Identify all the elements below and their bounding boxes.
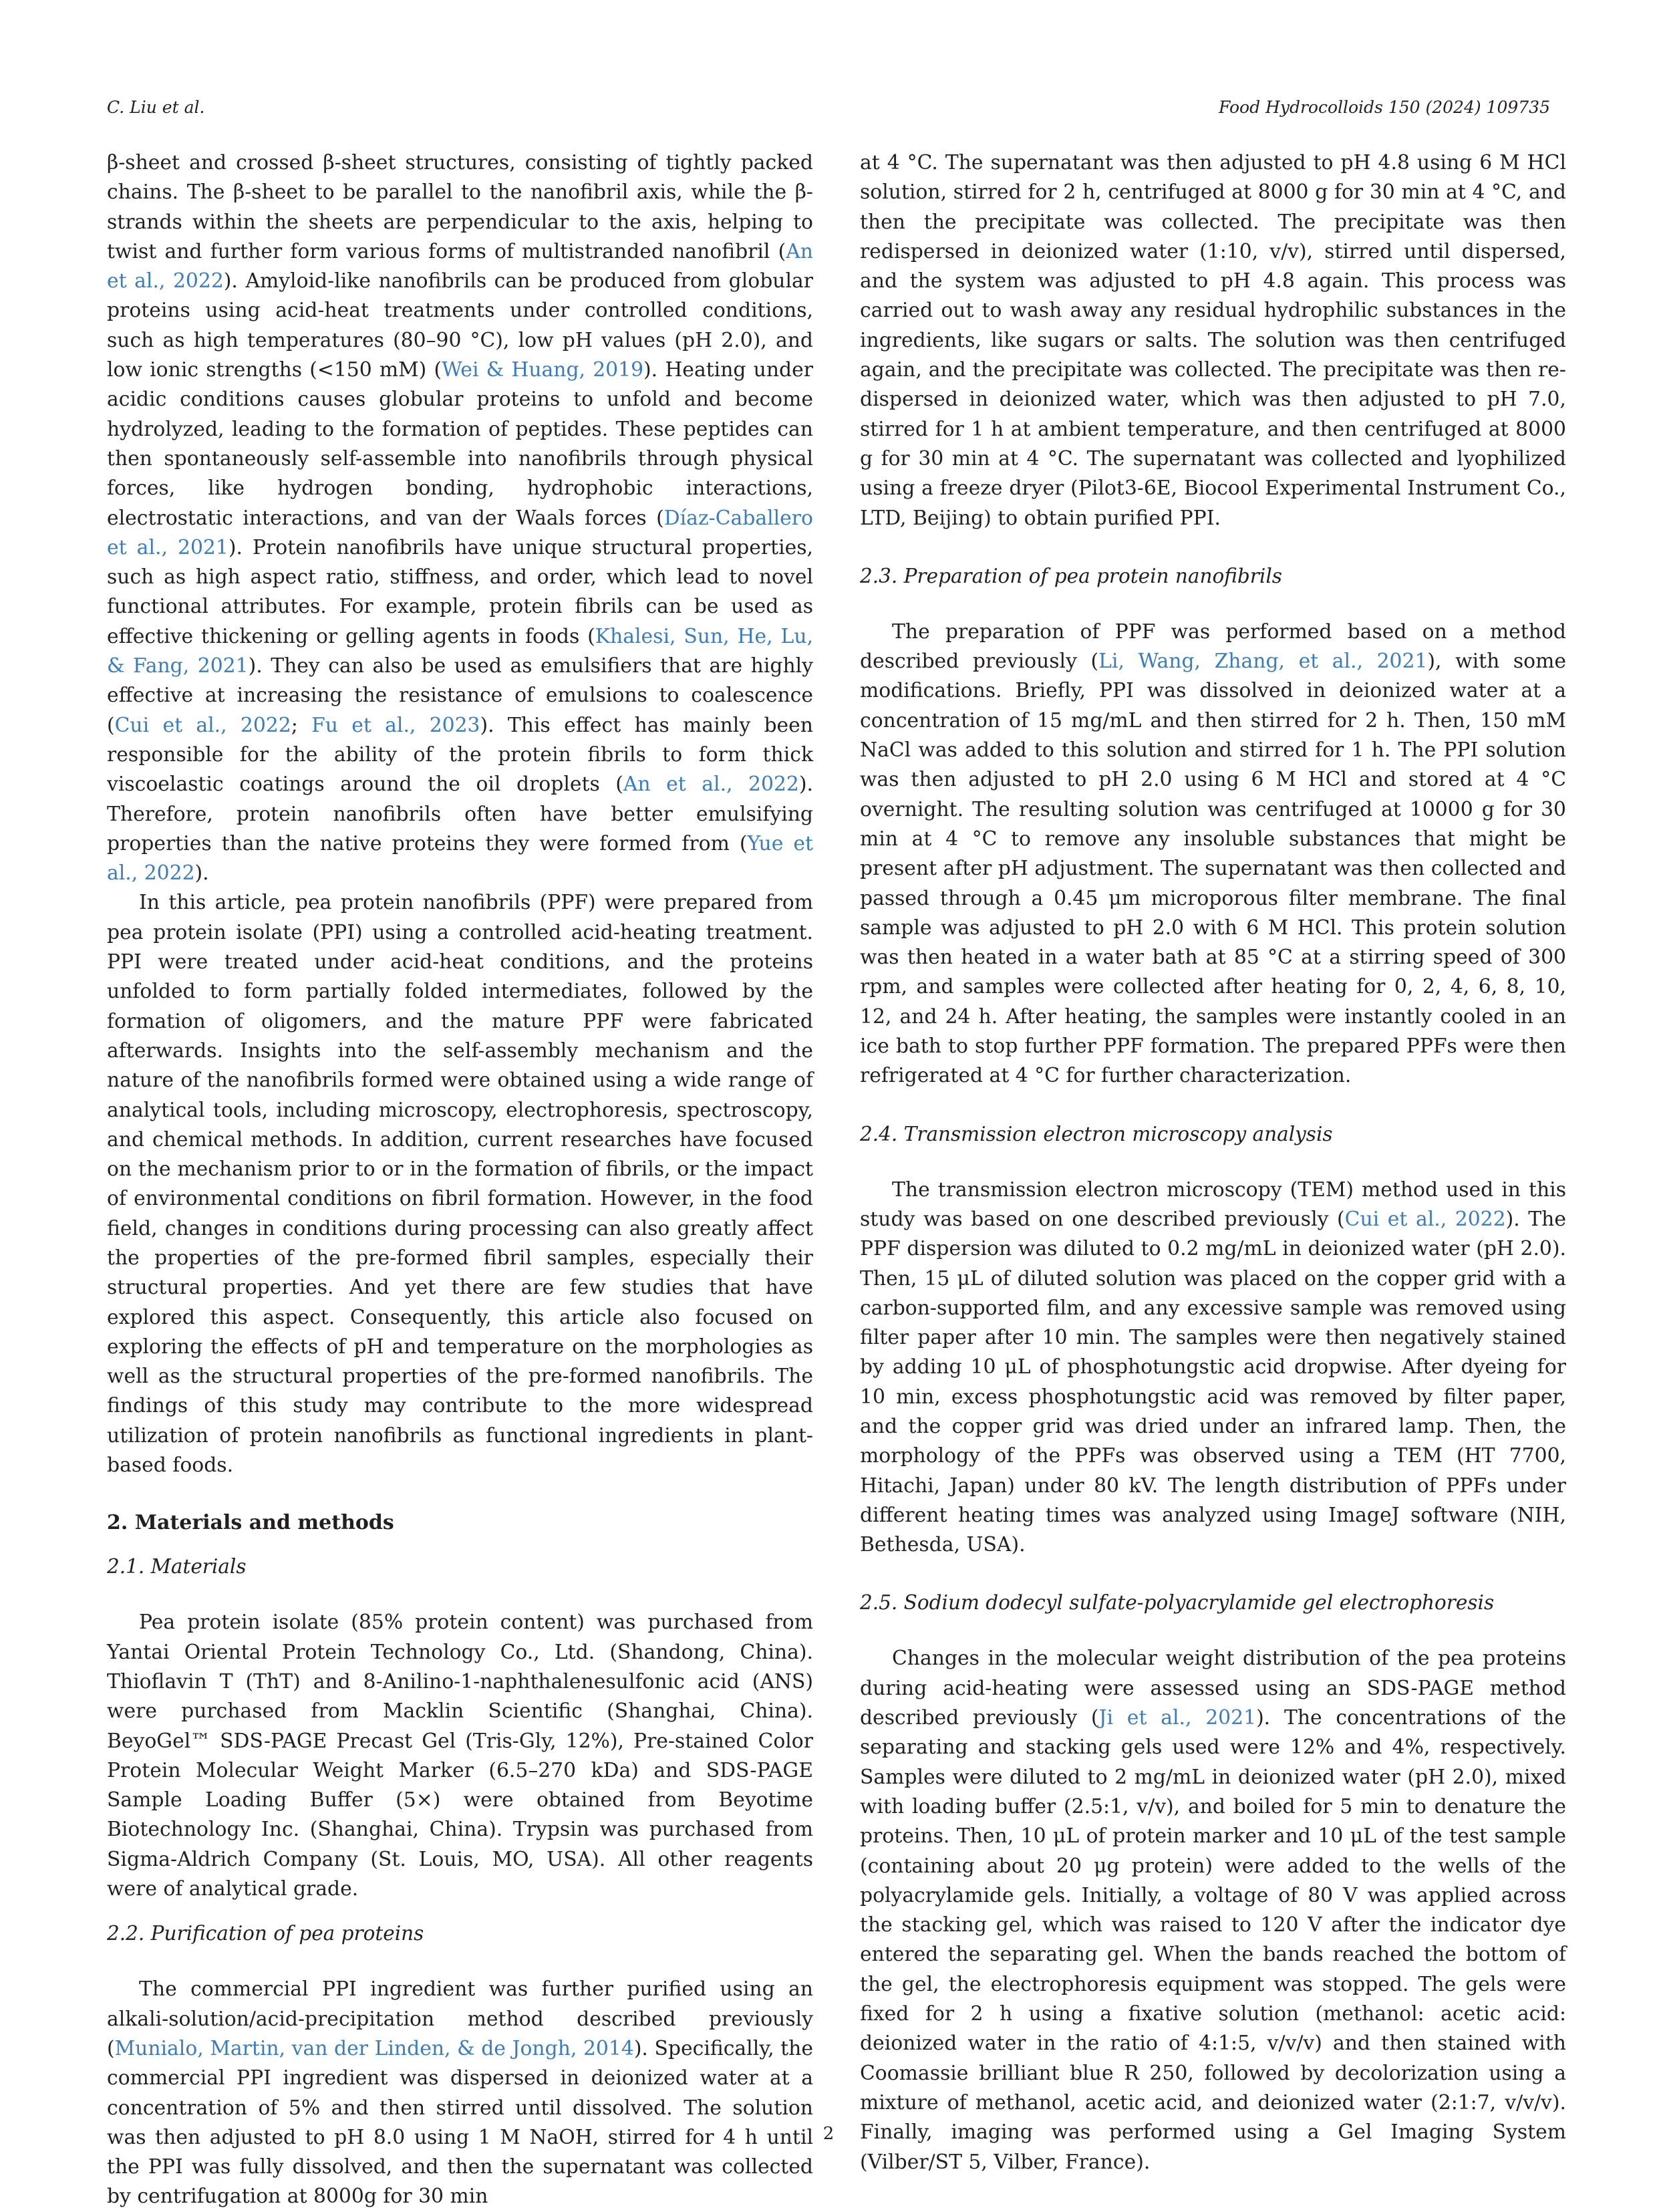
text-run: Pea protein isolate (85% protein content… (107, 1611, 813, 1901)
citation-link[interactable]: Li, Wang, Zhang, et al., 2021 (1098, 650, 1428, 674)
citation-link[interactable]: Cui et al., 2022 (1344, 1207, 1506, 1231)
text-run: ). Specifically, the commercial PPI ingr… (107, 2036, 813, 2209)
subsection-heading-tem: 2.4. Transmission electron microscopy an… (860, 1122, 1333, 1145)
running-header-journal: Food Hydrocolloids 150 (2024) 109735 (1218, 98, 1550, 117)
text-run: The commercial PPI ingredient was furthe… (107, 1977, 813, 2060)
subsection-heading-purification: 2.2. Purification of pea proteins (107, 1922, 424, 1945)
citation-link[interactable]: Ji et al., 2021 (1098, 1706, 1257, 1730)
subsection-heading-preparation: 2.3. Preparation of pea protein nanofibr… (860, 564, 1282, 587)
text-run: ). Therefore, protein nanofibrils often … (107, 773, 813, 855)
text-run: β-sheet and crossed β-sheet structures, … (107, 151, 813, 263)
citation-link[interactable]: Yue et al., 2022 (107, 831, 814, 885)
citation-link[interactable]: Cui et al., 2022 (114, 713, 291, 737)
paragraph: The preparation of PPF was performed bas… (860, 617, 1566, 1091)
text-run: ). Amyloid-like nanofibrils can be produ… (107, 269, 813, 382)
paragraph: The commercial PPI ingredient was furthe… (107, 1975, 813, 2211)
page-number: 2 (822, 2124, 835, 2144)
text-run: In this article, pea protein nanofibrils… (107, 891, 813, 1478)
text-run: ). The concentrations of the separating … (860, 1706, 1566, 2174)
subsection-heading-materials: 2.1. Materials (107, 1555, 247, 1578)
paragraph: In this article, pea protein nanofibrils… (107, 888, 813, 1480)
text-run: ). Heating under acidic conditions cause… (107, 358, 813, 530)
paragraph: The transmission electron microscopy (TE… (860, 1176, 1566, 1560)
text-run: ). This effect has mainly been responsib… (107, 713, 813, 797)
right-column: at 4 °C. The supernatant was then adjust… (860, 148, 1566, 2177)
citation-link[interactable]: Fu et al., 2023 (311, 713, 480, 737)
citation-link[interactable]: Wei & Huang, 2019 (442, 358, 644, 382)
citation-link[interactable]: An et al., 2022 (107, 239, 813, 293)
text-run: ; (291, 713, 312, 737)
citation-link[interactable]: Munialo, Martin, van der Linden, & de Jo… (114, 2036, 634, 2060)
text-run: ). Protein nanofibrils have unique struc… (107, 535, 813, 648)
paragraph: Changes in the molecular weight distribu… (860, 1644, 1566, 2177)
paragraph: Pea protein isolate (85% protein content… (107, 1608, 813, 1904)
section-heading-materials-methods: 2. Materials and methods (107, 1511, 394, 1535)
text-run: The transmission electron microscopy (TE… (860, 1178, 1566, 1231)
text-run: Changes in the molecular weight distribu… (860, 1647, 1566, 1730)
citation-link[interactable]: Khalesi, Sun, He, Lu, & Fang, 2021 (107, 624, 813, 678)
text-run: ). The PPF dispersion was diluted to 0.2… (860, 1207, 1566, 1557)
subsection-heading-sds-page: 2.5. Sodium dodecyl sulfate-polyacrylami… (860, 1591, 1495, 1615)
text-run: ). (194, 861, 209, 885)
text-run: ). They can also be used as emulsifiers … (107, 654, 813, 737)
left-column: β-sheet and crossed β-sheet structures, … (107, 148, 813, 2212)
paragraph: β-sheet and crossed β-sheet structures, … (107, 148, 813, 888)
text-run: The preparation of PPF was performed bas… (860, 619, 1566, 674)
citation-link[interactable]: Díaz-Caballero et al., 2021 (107, 506, 813, 559)
running-header-authors: C. Liu et al. (107, 98, 205, 117)
text-run: at 4 °C. The supernatant was then adjust… (860, 151, 1566, 530)
text-run: ), with some modifications. Briefly, PPI… (860, 650, 1566, 1088)
paragraph: at 4 °C. The supernatant was then adjust… (860, 148, 1566, 533)
citation-link[interactable]: An et al., 2022 (623, 773, 799, 797)
